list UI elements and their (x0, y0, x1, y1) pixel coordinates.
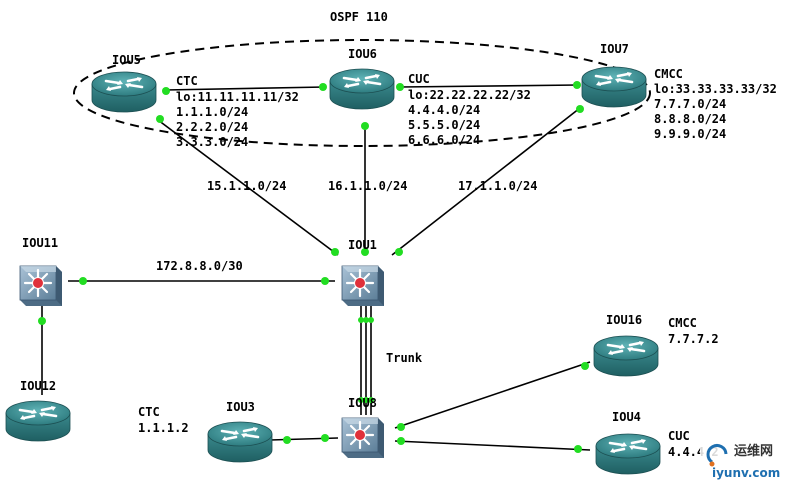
device-name-iou4: IOU4 (612, 410, 641, 424)
iou3-ip-label: 1.1.1.2 (138, 421, 189, 435)
router-iou7[interactable] (580, 65, 648, 109)
watermark-url: iyunv.com (712, 466, 780, 480)
link-label-iou11-iou1: 172.8.8.0/30 (156, 259, 243, 273)
iou7-isp-label: CMCC (654, 67, 683, 81)
iou7-net: 8.8.8.0/24 (654, 112, 726, 126)
router-iou4[interactable] (594, 432, 662, 476)
iou4-isp-label: CUC (668, 429, 690, 443)
iou7-net: 7.7.7.0/24 (654, 97, 726, 111)
switch-iou1[interactable] (340, 264, 386, 308)
switch-iou8[interactable] (340, 416, 386, 460)
iou5-net: 1.1.1.0/24 (176, 105, 248, 119)
iou5-isp-label: CTC (176, 74, 198, 88)
link-iou6-iou7[interactable] (399, 84, 579, 88)
device-name-iou11: IOU11 (22, 236, 58, 250)
link-label-iou7-iou1: 17.1.1.0/24 (458, 179, 537, 193)
iou5-net: lo:11.11.11.11/32 (176, 90, 299, 104)
watermark-cn: 运维网 (734, 443, 773, 459)
link-iou7-iou1[interactable] (391, 107, 581, 256)
iou6-net: lo:22.22.22.22/32 (408, 88, 531, 102)
device-name-iou5: IOU5 (112, 53, 141, 67)
router-iou5[interactable] (90, 70, 158, 114)
link-label-iou5-iou1: 15.1.1.0/24 (207, 179, 286, 193)
device-name-iou12: IOU12 (20, 379, 56, 393)
iou6-net: 6.6.6.0/24 (408, 133, 480, 147)
ospf-area-title: OSPF 110 (330, 10, 388, 24)
watermark-logo-icon (706, 444, 728, 464)
iou6-net: 4.4.4.0/24 (408, 103, 480, 117)
trunk-label: Trunk (386, 351, 423, 365)
link-iou8-iou16[interactable] (394, 361, 591, 429)
iou5-net: 2.2.2.0/24 (176, 120, 248, 134)
iou6-net: 5.5.5.0/24 (408, 118, 480, 132)
link-iou5-iou6[interactable] (164, 86, 326, 91)
iou5-net: 3.3.3.0/24 (176, 135, 248, 149)
router-iou6[interactable] (328, 67, 396, 111)
link-iou8-iou4[interactable] (394, 440, 591, 451)
router-iou16[interactable] (592, 334, 660, 378)
link-label-iou6-iou1: 16.1.1.0/24 (328, 179, 407, 193)
device-name-iou6: IOU6 (348, 47, 377, 61)
ospf-area-boundary (73, 39, 651, 147)
device-name-iou3: IOU3 (226, 400, 255, 414)
device-name-iou7: IOU7 (600, 42, 629, 56)
iou7-net: 9.9.9.0/24 (654, 127, 726, 141)
iou16-isp-label: CMCC (668, 316, 697, 330)
iou16-ip-label: 7.7.7.2 (668, 332, 719, 346)
link-iou5-iou1[interactable] (157, 119, 339, 256)
device-name-iou1: IOU1 (348, 238, 377, 252)
router-iou12[interactable] (4, 399, 72, 443)
iou3-isp-label: CTC (138, 405, 160, 419)
router-iou3[interactable] (206, 420, 274, 464)
device-name-iou8: IOU8 (348, 396, 377, 410)
iou7-net: lo:33.33.33.33/32 (654, 82, 777, 96)
device-name-iou16: IOU16 (606, 313, 642, 327)
site-watermark: 运维网 iyunv.com (700, 436, 798, 482)
switch-iou11[interactable] (18, 264, 64, 308)
link-endpoint-dots (38, 81, 589, 453)
iou6-isp-label: CUC (408, 72, 430, 86)
